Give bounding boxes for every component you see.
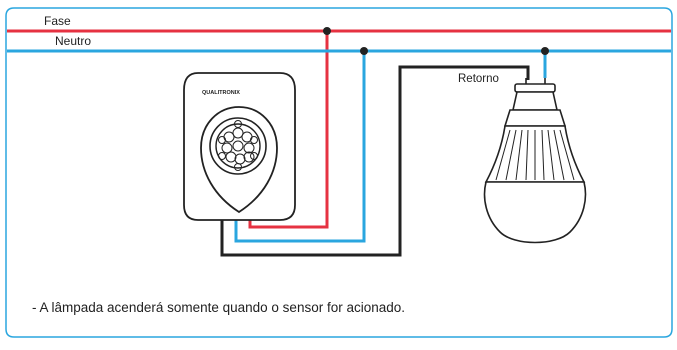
- retorno-label: Retorno: [458, 73, 499, 85]
- bulb-socket: [512, 91, 558, 111]
- sensor-lens: [215, 123, 261, 169]
- retorno-wire: [220, 65, 530, 257]
- diagram-border: [5, 7, 673, 338]
- sensor-brand: QUALITRONIX: [202, 90, 240, 96]
- bulb-heatsink-fins: [495, 129, 575, 181]
- bulb-cap: [514, 83, 556, 93]
- light-bulb: [483, 78, 587, 244]
- neutro-sensor-wire: [234, 51, 366, 243]
- bulb-neck: [503, 109, 567, 127]
- neutro-junction-sensor: [360, 47, 368, 55]
- sensor-lens-facets: [218, 120, 258, 171]
- neutro-label: Neutro: [55, 34, 91, 48]
- fase-drop-wire: [248, 31, 329, 229]
- operation-note: - A lâmpada acenderá somente quando o se…: [32, 300, 406, 315]
- fase-junction: [323, 27, 331, 35]
- fase-label: Fase: [44, 14, 71, 28]
- presence-sensor: QUALITRONIX: [183, 72, 296, 221]
- neutro-junction-lamp: [541, 47, 549, 55]
- bulb-globe: [483, 181, 587, 244]
